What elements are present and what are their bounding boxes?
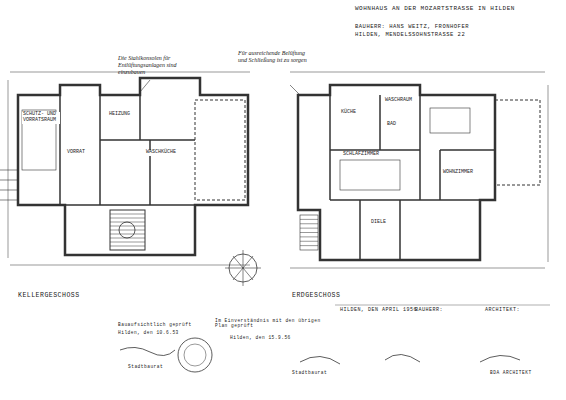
- title-block: WOHNHAUS AN DER MOZARTSTRASSE IN HILDEN: [355, 6, 555, 13]
- room-label: WOHNZIMMER: [442, 170, 474, 176]
- stair-tread: [300, 245, 318, 246]
- signature-heading: BAUHERR:: [415, 308, 443, 314]
- room-label: SCHLAFZIMMER: [342, 152, 380, 158]
- stair-tread: [110, 226, 145, 227]
- stair-tread: [110, 238, 145, 239]
- room-label: WASCHRAUM: [384, 98, 413, 104]
- signature-heading: ARCHITEKT:: [485, 308, 520, 314]
- stair-tread: [300, 236, 318, 237]
- stamp-text: BDA ARCHITEKT: [490, 370, 532, 375]
- owner-text: BAUHERR: HANS WEITZ, FRONHOFER: [355, 24, 469, 30]
- handwritten-note: Die Stahlkonsolen für Entlüftungsanlagen…: [118, 55, 198, 76]
- room-label: BAD: [386, 122, 397, 128]
- room-label: DIELE: [370, 220, 387, 226]
- stamp-text: Bauaufsichtlich geprüft: [118, 322, 192, 327]
- date-text: HILDEN, DEN APRIL 1956: [340, 308, 417, 314]
- stamp-text: Stadtbaurat: [128, 364, 163, 369]
- address-text: HILDEN, MENDELSSOHNSTRASSE 22: [355, 32, 465, 38]
- stair-tread: [110, 218, 145, 219]
- stair-tread: [110, 242, 145, 243]
- stamp-text: Hilden, den 10.6.53: [118, 330, 179, 335]
- stamp-text: Im Einverständnis mit den übrigen Plan g…: [215, 318, 325, 328]
- room-label: HEIZUNG: [108, 112, 131, 118]
- handwritten-note: Für ausreichende Belüftung und Schließun…: [238, 50, 313, 64]
- stair-tread: [110, 234, 145, 235]
- stair-tread: [300, 228, 318, 229]
- stair-tread: [300, 232, 318, 233]
- stair-tread: [110, 230, 145, 231]
- room-label: SCHUTZ- UND VORRATSRAUM: [22, 112, 60, 124]
- floor-name: KELLERGESCHOSS: [18, 292, 80, 299]
- stamp-text: Stadtbaurat: [292, 370, 327, 375]
- room-label: KÜCHE: [340, 110, 357, 116]
- room-label: WASCHKÜCHE: [145, 150, 177, 156]
- stair-tread: [300, 223, 318, 224]
- stair-tread: [110, 214, 145, 215]
- stair-tread: [300, 241, 318, 242]
- floor-name: ERDGESCHOSS: [292, 292, 340, 299]
- stamp-text: Hilden, den 15.9.56: [230, 335, 291, 340]
- stair-tread: [110, 246, 145, 247]
- stair-tread: [300, 219, 318, 220]
- room-label: VORRAT: [66, 150, 86, 156]
- stair-tread: [110, 222, 145, 223]
